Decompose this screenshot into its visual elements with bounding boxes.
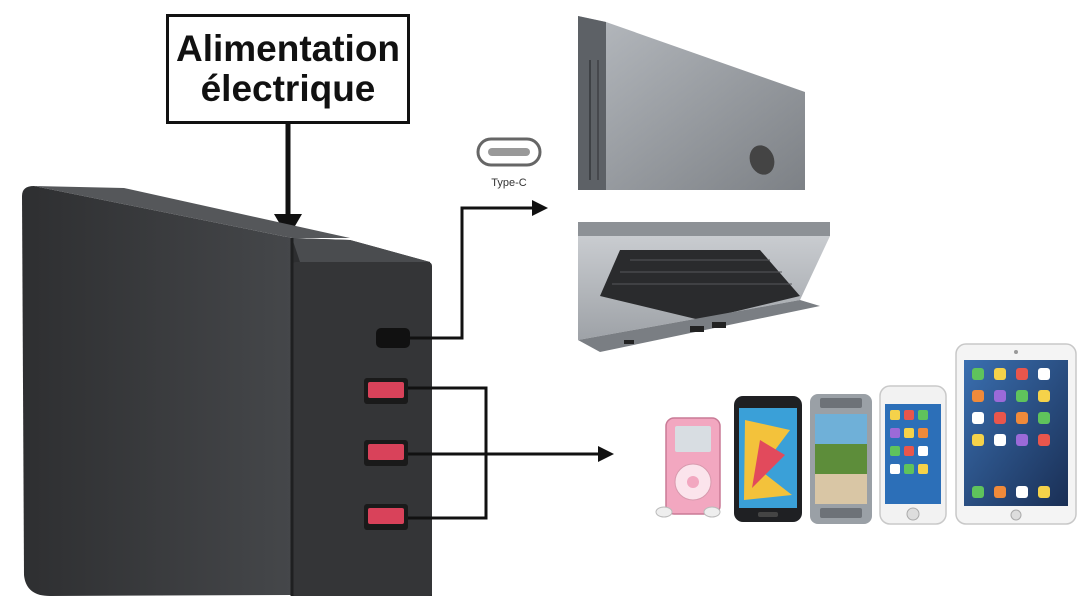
tablet-icon xyxy=(955,343,1077,525)
smartphone-icon xyxy=(734,396,802,522)
usb-port-1 xyxy=(364,378,408,404)
label-line-2: électrique xyxy=(200,68,376,109)
usb-port-3 xyxy=(364,504,408,530)
typec-arrow xyxy=(410,200,548,340)
power-supply-label-box: Alimentation électrique xyxy=(166,14,410,124)
usb-bracket-arrow xyxy=(408,386,614,520)
down-arrow xyxy=(274,124,302,238)
music-player-icon xyxy=(655,417,721,518)
laptop-icon xyxy=(578,16,805,190)
laptop-icon xyxy=(578,218,834,356)
usb-port-2 xyxy=(364,440,408,466)
smartphone-icon xyxy=(879,385,947,525)
type-c-label: Type-C xyxy=(491,177,527,189)
label-line-1: Alimentation xyxy=(175,28,401,69)
usb-c-port xyxy=(376,328,410,348)
smartphone-icon xyxy=(810,394,872,524)
charger-icon xyxy=(22,186,432,596)
usb-c-icon: Type-C xyxy=(476,137,542,189)
